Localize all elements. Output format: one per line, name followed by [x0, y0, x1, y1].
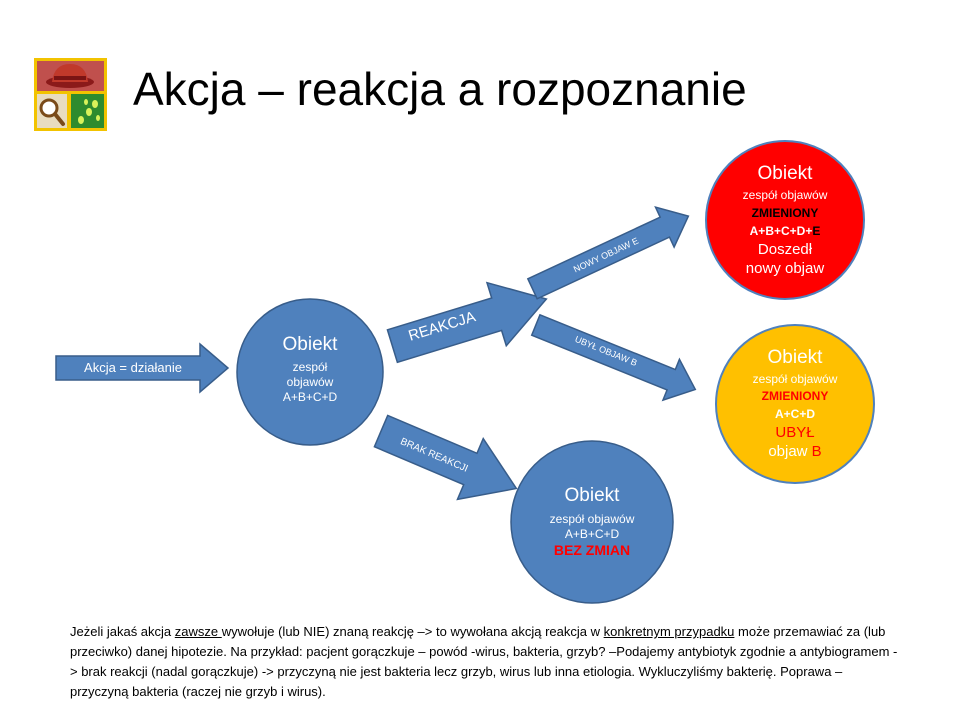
changed-lost-node-line3: A+C+D [774, 406, 815, 421]
changed-new-node [705, 140, 865, 300]
changed-lost-node-objaw: objaw [768, 442, 812, 460]
changed-new-node-text: Obiekt zespół objawów ZMIENIONY A+B+C+D+… [710, 162, 860, 278]
changed-lost-node-line5: objaw B [720, 443, 870, 462]
changed-lost-node-line2: ZMIENIONY [761, 388, 829, 403]
explanation-always: zawsze [174, 624, 222, 639]
no-reaction-arrow [373, 414, 518, 501]
no-change-node-title: Obiekt [564, 485, 620, 506]
page-title: Akcja – reakcja a rozpoznanie [133, 63, 747, 115]
changed-lost-node [715, 324, 875, 484]
start-node-text: Obiekt zespół objawów A+B+C+D [250, 333, 370, 405]
changed-new-node-added: E [812, 223, 821, 238]
explanation-paragraph: Jeżeli jakaś akcja zawsze wywołuje (lub … [70, 622, 900, 702]
changed-lost-node-text: Obiekt zespół objawów ZMIENIONY A+C+D UB… [720, 346, 870, 461]
changed-new-node-line2: ZMIENIONY [751, 205, 819, 220]
no-change-node-status: BEZ ZMIAN [553, 541, 631, 558]
detective-hat-icon [46, 64, 94, 88]
action-arrow [55, 342, 230, 394]
no-change-node-text: Obiekt zespół objawów A+B+C+D BEZ ZMIAN [512, 484, 672, 559]
explanation-specific-case: konkretnym przypadku [603, 624, 735, 639]
footprints-icon [78, 99, 100, 124]
explanation-part5: może przemawiać za (lub przeciwko) danej… [70, 624, 898, 699]
start-node-line2: objawów [286, 374, 334, 389]
explanation-part1: Jeżeli jakaś akcja [70, 624, 175, 639]
start-node-line1: zespół [292, 359, 328, 374]
lost-symptom-arrow [530, 313, 697, 402]
changed-new-node-line1: zespół objawów [742, 187, 828, 202]
start-node-title: Obiekt [282, 334, 338, 355]
changed-lost-node-title: Obiekt [767, 347, 823, 368]
changed-new-node-line5: nowy objaw [745, 259, 825, 277]
no-change-node-line1: zespół objawów [549, 511, 635, 526]
start-node-line3: A+B+C+D [282, 389, 338, 404]
changed-lost-node-line4: UBYŁ [775, 423, 815, 441]
logo [34, 58, 107, 131]
reaction-arrow [386, 281, 548, 364]
start-node [236, 298, 384, 446]
no-change-node-line2: A+B+C+D [564, 526, 620, 541]
changed-new-node-line4: Doszedł [757, 240, 813, 258]
changed-new-node-line3: A+B+C+D+E [710, 224, 860, 239]
action-arrow-label: Akcja = działanie [84, 360, 182, 375]
changed-lost-node-line1: zespół objawów [752, 371, 838, 386]
no-change-node [510, 440, 674, 604]
changed-new-node-title: Obiekt [757, 163, 813, 184]
magnifier-icon [39, 98, 65, 126]
explanation-part3: wywołuje (lub NIE) znaną reakcję –> to w… [221, 624, 604, 639]
changed-new-node-formula: A+B+C+D+ [749, 223, 813, 238]
changed-lost-node-removed: B [811, 442, 822, 460]
new-symptom-arrow [526, 206, 690, 300]
